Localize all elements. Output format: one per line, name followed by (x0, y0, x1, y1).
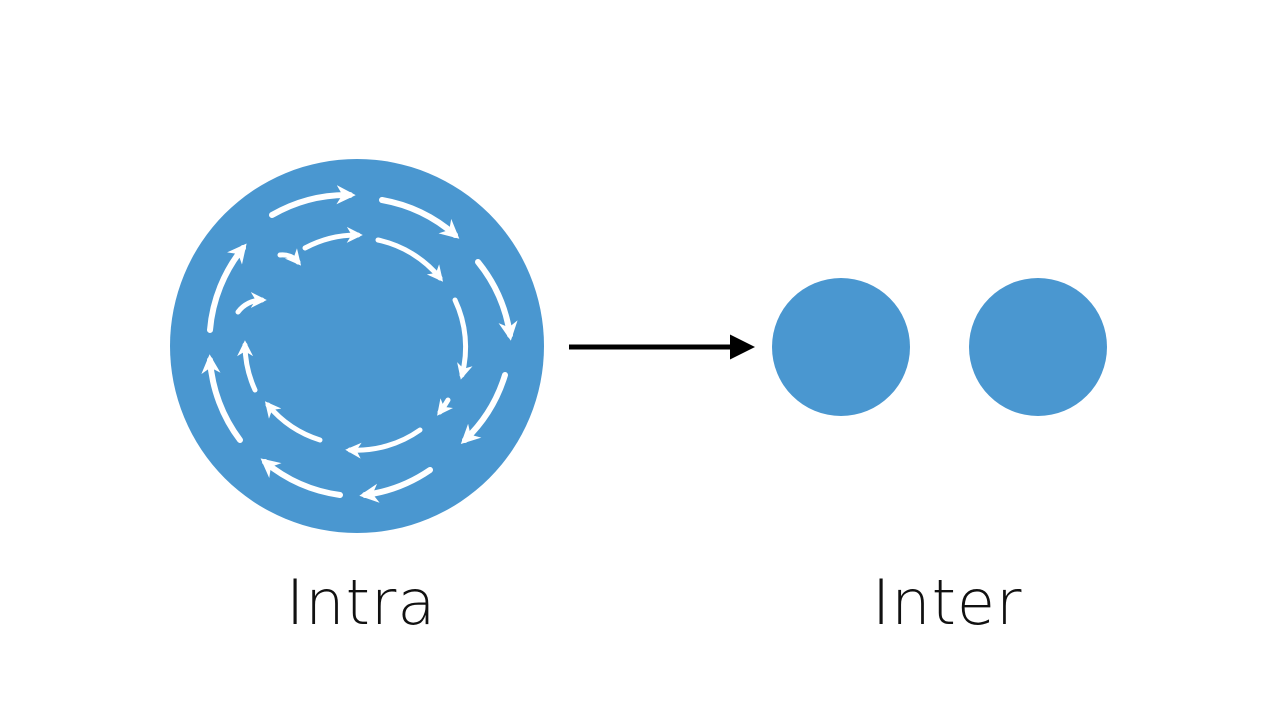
inter-circle-left (772, 278, 910, 416)
intra-circle (170, 159, 544, 533)
inter-circle-right (969, 278, 1107, 416)
intra-circle-group (170, 159, 544, 533)
inner-swirl-arrows-icon (235, 226, 473, 459)
outer-swirl-arrows-icon (201, 185, 518, 503)
inter-label: Inter (872, 566, 1023, 639)
intra-label: Intra (286, 566, 437, 639)
